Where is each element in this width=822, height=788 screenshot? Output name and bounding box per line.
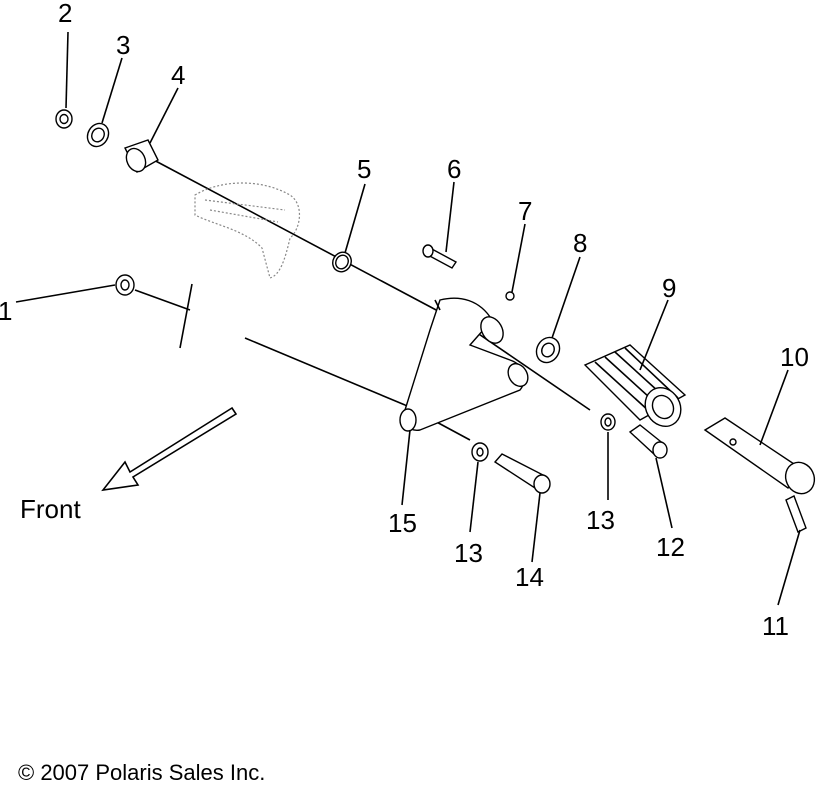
callout-label-7: 7 [518,196,532,226]
callout-label-3: 3 [116,30,130,60]
part-washer [86,122,110,148]
callout-label-5: 5 [357,154,371,184]
part-nut [55,109,73,129]
part-bushing [124,139,159,173]
part-bolt-12 [628,424,668,459]
callout-label-2: 2 [58,0,72,28]
callout-label-11: 11 [762,611,789,641]
part-washer-13a [471,442,489,462]
part-washer-13b [600,413,616,431]
part-clip [505,291,515,301]
part-spring-pin [785,495,807,533]
part-footpeg-rubber [583,344,687,427]
part-pin [422,244,458,269]
callout-label-13b: 13 [586,505,615,535]
leader-lines [15,31,801,606]
front-label: Front [20,494,81,524]
callout-label-15: 15 [388,508,417,538]
callout-label-9: 9 [662,273,676,303]
part-bracket [399,297,529,432]
callout-label-12: 12 [656,532,685,562]
front-direction-arrow-icon [101,406,238,492]
part-washer-8 [535,336,561,364]
callout-label-8: 8 [573,228,587,258]
callout-label-4: 4 [171,60,185,90]
part-o-ring [332,251,352,273]
part-bolt-14 [493,453,551,494]
part-peg-shaft [703,417,816,495]
callout-label-13a: 13 [454,538,483,568]
copyright-notice: © 2007 Polaris Sales Inc. [18,760,265,783]
callout-label-6: 6 [447,154,461,184]
ghost-shift-lever [194,182,300,279]
part-nut-1 [115,274,135,296]
callout-label-14: 14 [515,562,544,592]
callout-label-1: 1 [0,296,12,326]
callout-label-10: 10 [780,342,809,372]
